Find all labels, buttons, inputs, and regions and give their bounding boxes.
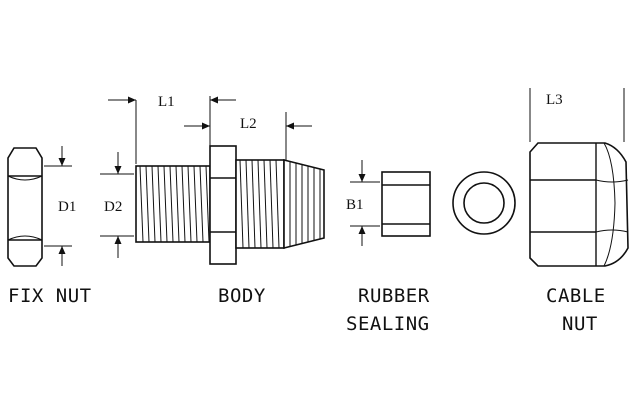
body-drawing xyxy=(100,96,325,265)
thread-line xyxy=(257,159,262,249)
body-thread-left xyxy=(139,165,210,243)
rubber-label: RUBBER xyxy=(358,285,430,307)
sealing-label: SEALING xyxy=(346,313,430,335)
cable-nut-drawing xyxy=(529,88,629,267)
l3-label: L3 xyxy=(546,92,563,108)
thread-line xyxy=(193,165,198,243)
thread-line xyxy=(199,165,204,243)
thread-line xyxy=(263,159,268,249)
thread-line xyxy=(163,165,168,243)
nut-label: NUT xyxy=(562,313,598,335)
body-fingers xyxy=(289,161,321,247)
thread-line xyxy=(169,165,174,243)
l2-label: L2 xyxy=(240,116,257,132)
rubber-sealing-drawing xyxy=(350,160,516,246)
body-thread-right xyxy=(239,159,280,249)
cable-label: CABLE xyxy=(546,285,606,307)
thread-line xyxy=(187,165,192,243)
thread-line xyxy=(181,165,186,243)
thread-line xyxy=(239,159,244,249)
body-label: BODY xyxy=(218,285,266,307)
thread-line xyxy=(269,159,274,249)
fix-nut-drawing xyxy=(7,146,72,267)
thread-line xyxy=(245,159,250,249)
thread-line xyxy=(275,159,280,249)
thread-line xyxy=(145,165,150,243)
thread-line xyxy=(251,159,256,249)
thread-line xyxy=(151,165,156,243)
l1-label: L1 xyxy=(158,94,175,110)
thread-line xyxy=(205,165,210,243)
d1-label: D1 xyxy=(58,199,76,215)
thread-line xyxy=(157,165,162,243)
thread-line xyxy=(139,165,144,243)
d2-label: D2 xyxy=(104,199,122,215)
b1-label: B1 xyxy=(346,197,364,213)
thread-line xyxy=(175,165,180,243)
fix-nut-label: FIX NUT xyxy=(8,285,92,307)
